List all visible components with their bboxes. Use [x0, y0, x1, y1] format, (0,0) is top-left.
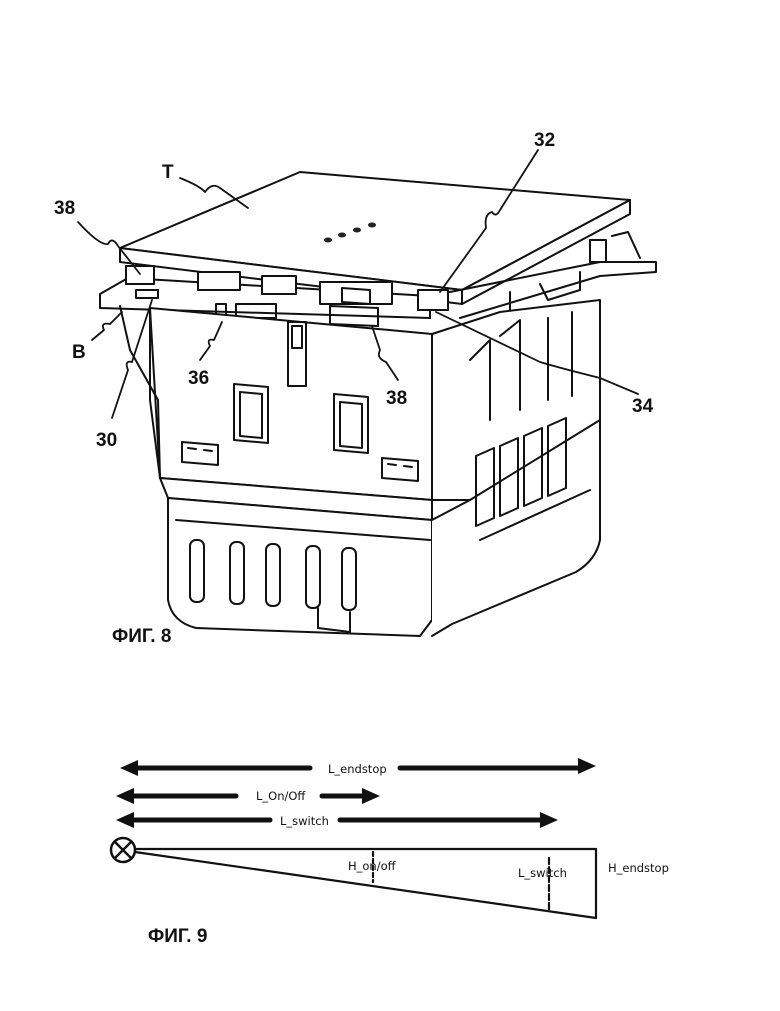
- label-B: B: [72, 342, 86, 363]
- label-l-switch: L_switch: [280, 814, 329, 828]
- label-38-right: 38: [386, 388, 407, 409]
- pivot-icon: [111, 838, 135, 862]
- figure-9-caption: ФИГ. 9: [148, 926, 207, 947]
- label-h-endstop: H_endstop: [608, 861, 669, 875]
- label-l-onoff: L_On/Off: [256, 789, 306, 803]
- label-l-switch-mark: L_switch: [518, 866, 567, 880]
- label-36: 36: [188, 368, 209, 389]
- lever-geometry-diagram: [111, 758, 596, 918]
- label-l-endstop: L_endstop: [328, 762, 387, 776]
- label-30: 30: [96, 430, 117, 451]
- arrow-l-onoff: [116, 788, 380, 804]
- label-34: 34: [632, 396, 654, 417]
- figure-8-caption: ФИГ. 8: [112, 626, 171, 647]
- label-32: 32: [534, 130, 555, 151]
- dimension-labels: L_endstop L_On/Off L_switch H_on/off L_s…: [148, 762, 669, 947]
- label-h-onoff: H_on/off: [348, 859, 397, 873]
- leader-B: [92, 312, 122, 340]
- label-T: T: [162, 162, 174, 183]
- label-38-left: 38: [54, 198, 75, 219]
- leader-30: [112, 300, 152, 418]
- switch-module-drawing: [78, 150, 656, 636]
- arrow-l-switch: [116, 812, 558, 828]
